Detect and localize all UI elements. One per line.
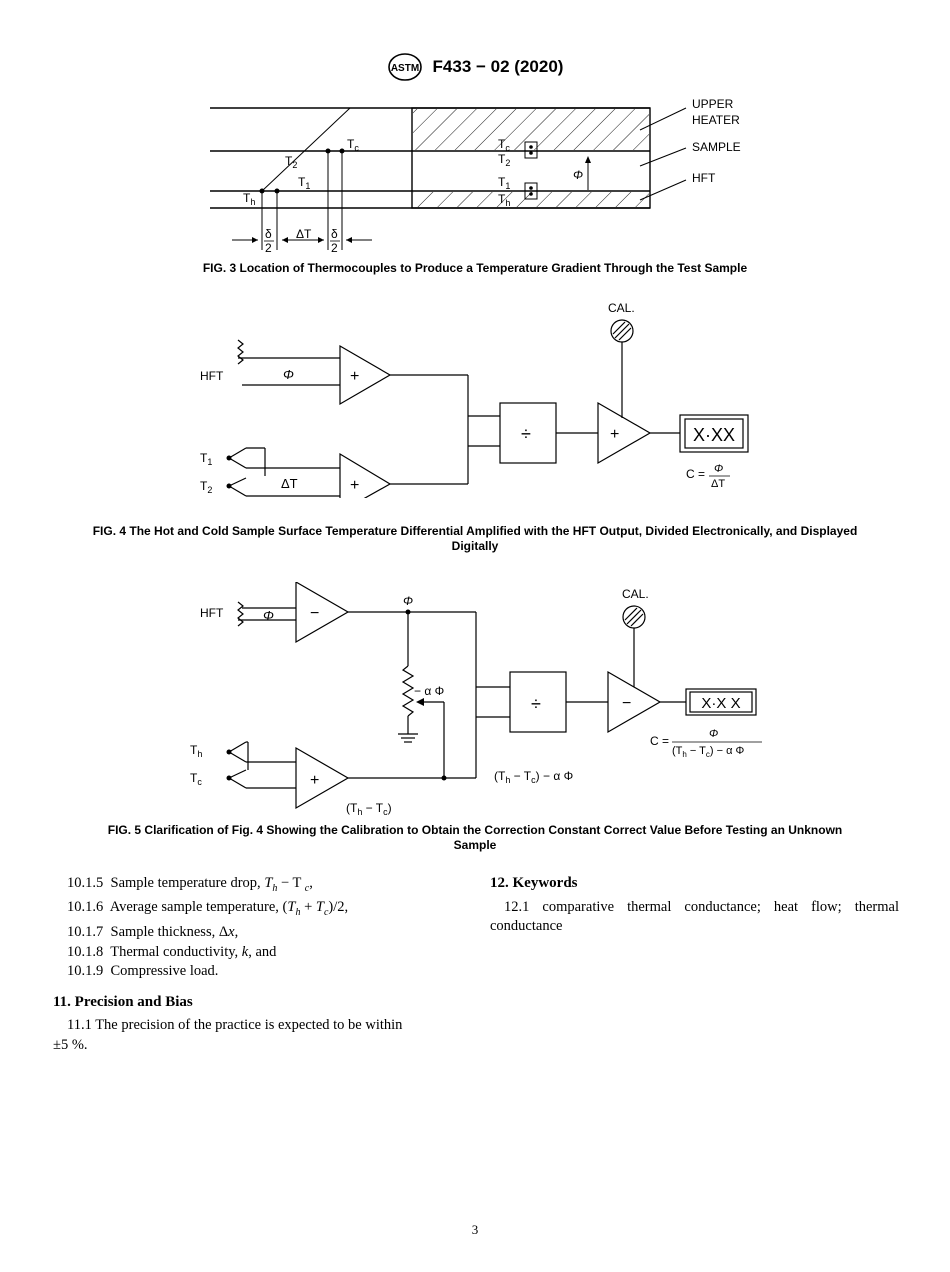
delta-t-label: ΔT [296,227,312,241]
hft-input-label-2: HFT [200,606,224,620]
svg-text:Tc: Tc [498,137,510,153]
svg-text:Th: Th [190,743,202,759]
upper-heater-hatch [413,109,649,150]
fig4-diagram: CAL. HFT Φ + T1 T2 ΔT + ÷ + X·XX C = Φ Δ… [200,301,749,498]
svg-text:Φ: Φ [263,608,274,623]
svg-text:ΔT: ΔT [711,478,725,490]
right-column: 12. Keywords 12.1 comparative thermal co… [490,874,899,937]
svg-text:Φ: Φ [403,594,413,608]
fig5-caption: FIG. 5 Clarification of Fig. 4 Showing t… [107,823,843,852]
digital-display-2: X·X X [701,695,740,712]
svg-text:+: + [350,368,359,385]
svg-text:−: − [622,695,631,712]
svg-text:Tc: Tc [347,137,359,153]
svg-text:ΔT: ΔT [281,476,298,491]
svg-text:(Th − Tc): (Th − Tc) [346,801,392,817]
svg-text:Φ: Φ [283,367,294,382]
section-heading: 12. Keywords [490,875,578,891]
svg-text:T1: T1 [498,175,510,191]
svg-text:+: + [310,772,319,789]
svg-text:Φ: Φ [573,168,583,182]
paragraph: 12.1 comparative thermal conductance; he… [504,898,899,915]
section-heading: 11. Precision and Bias [53,993,193,1010]
upper-heater-label-2: HEATER [692,113,740,127]
fig3-diagram: UPPER HEATER SAMPLE HFT Tc T2 T1 Th Tc T… [210,97,741,255]
digital-display: X·XX [693,425,735,445]
svg-text:T2: T2 [285,154,297,170]
svg-text:Tc: Tc [190,771,202,787]
document-designation: F433 − 02 (2020) [432,57,564,76]
hft-label: HFT [692,171,716,185]
svg-text:÷: ÷ [531,694,541,714]
svg-text:Th: Th [498,192,510,208]
hft-input-label: HFT [200,369,224,383]
svg-text:+: + [610,426,619,443]
svg-text:T1: T1 [298,175,310,191]
sample-label: SAMPLE [692,140,741,154]
upper-heater-label-1: UPPER [692,97,734,111]
svg-text:2: 2 [265,241,272,255]
svg-text:Th: Th [243,191,255,207]
page-header: ASTM F433 − 02 (2020) [0,52,950,82]
paragraph: 11.1 The precision of the practice is ex… [67,1017,403,1034]
list-item: 10.1.6 Average sample temperature, (Th +… [67,899,349,919]
svg-text:C =: C = [650,734,669,748]
fig3-caption: FIG. 3 Location of Thermocouples to Prod… [202,261,748,275]
astm-logo: ASTM [387,53,422,81]
page-number: 3 [471,1222,479,1237]
astm-logo-text: ASTM [390,63,418,74]
svg-text:C =: C = [686,467,705,481]
left-column: 10.1.5 Sample temperature drop, Th − T c… [53,874,463,1056]
svg-text:T1: T1 [200,451,212,467]
svg-text:÷: ÷ [521,424,531,444]
svg-text:− α Φ: − α Φ [414,684,444,698]
list-item: 10.1.9 Compressive load. [67,963,219,980]
cal-label-2: CAL. [622,587,649,601]
list-item: 10.1.8 Thermal conductivity, k, and [67,943,277,960]
list-item: 10.1.5 Sample temperature drop, Th − T c… [67,875,313,894]
svg-text:T2: T2 [498,152,510,168]
svg-text:T2: T2 [200,479,212,495]
list-item: 10.1.7 Sample thickness, Δx, [67,923,239,940]
svg-text:(Th − Tc) − α Φ: (Th − Tc) − α Φ [494,769,573,785]
paragraph-continuation: conductance [490,918,563,935]
paragraph-continuation: ±5 %. [53,1036,88,1053]
svg-text:(Th − Tc) − α Φ: (Th − Tc) − α Φ [672,745,745,759]
fig4-caption: FIG. 4 The Hot and Cold Sample Surface T… [92,524,858,553]
svg-text:−: − [310,605,319,622]
cal-label: CAL. [608,301,635,315]
svg-text:2: 2 [331,241,338,255]
svg-text:Φ: Φ [709,728,718,740]
fig5-diagram: CAL. HFT Φ − Φ − α Φ Th Tc + (Th − Tc) (… [190,582,762,817]
svg-text:δ: δ [331,227,338,241]
svg-text:δ: δ [265,227,272,241]
svg-text:+: + [350,477,359,494]
svg-text:Φ: Φ [714,463,723,475]
